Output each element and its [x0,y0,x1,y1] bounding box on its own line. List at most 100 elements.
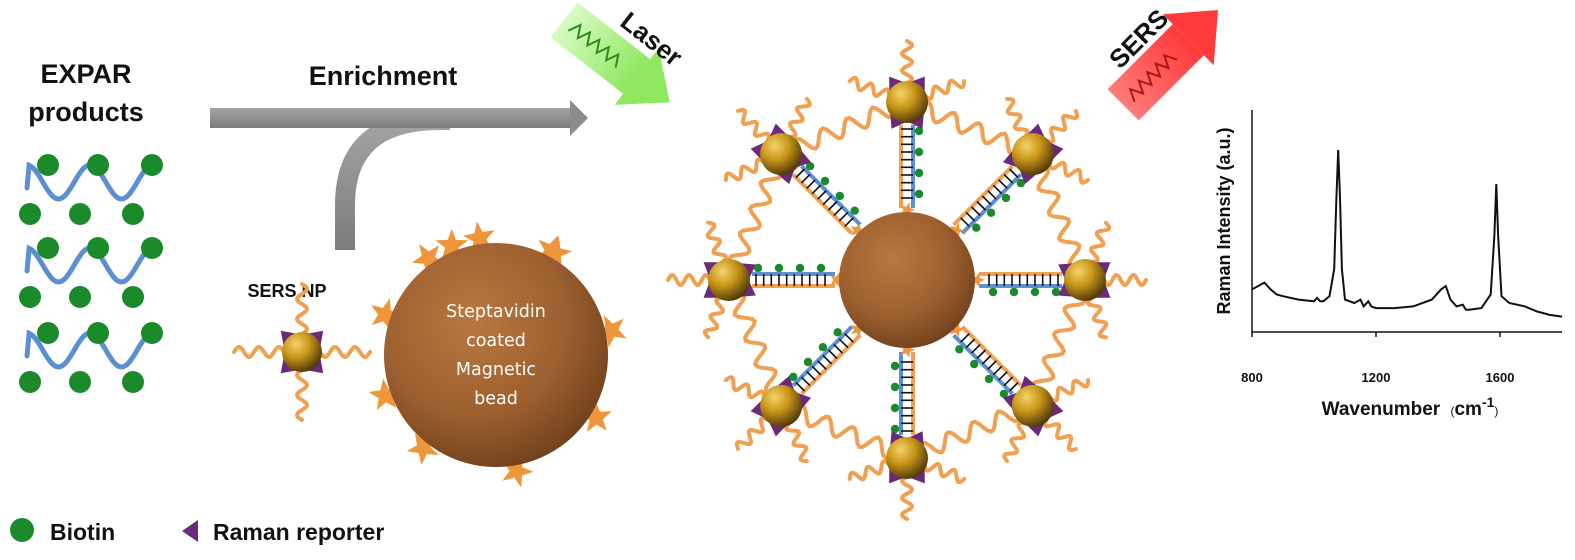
base-pair [976,200,987,211]
base-pair [817,360,827,370]
expar-strands [19,154,163,393]
laser-arrow-shaft [550,2,651,94]
sers-arrow [1107,10,1218,121]
linker-strand [847,75,892,99]
biotin-icon [87,237,109,259]
base-pair [987,190,997,200]
gold-nanoparticle [760,384,803,427]
linker-strand [905,100,1035,157]
biotin-icon [850,206,859,215]
dna-strand [960,173,1023,235]
gold-nanoparticle [886,437,928,479]
biotin-icon [1016,178,1025,188]
base-pair [795,381,806,392]
biotin-icon [141,154,163,176]
legend-raman-reporter-label: Raman reporter [213,519,384,545]
base-pair [806,179,816,189]
linker-strand [294,282,310,336]
streptavidin-star [594,315,627,348]
biotin-icon [87,154,109,176]
linker-strand [784,421,809,464]
x-tick-label: 1200 [1362,370,1391,385]
probe-strand [791,173,854,235]
linker-strand [779,94,909,162]
base-pair [806,371,816,381]
biotin-icon [753,263,763,273]
sers-np-label: SERS NP [247,281,326,301]
laser-wave-icon [567,23,620,68]
linker-strand [232,344,286,360]
base-pair [960,333,970,343]
chart-x-label: Wavenumber (cm-1) [1322,394,1499,420]
chart-x-label-unit-cm: cm [1454,399,1481,420]
biotin-icon [970,359,979,369]
biotin-icon [1051,287,1061,297]
biotin-icon [19,286,41,308]
biotin-icon [972,223,981,232]
streptavidin-star [851,321,866,338]
probe-strand [960,325,1023,387]
linker-strand [1025,152,1093,282]
base-pair [811,184,822,195]
bead-label-line4: bead [474,389,518,409]
base-pair [800,173,811,184]
base-pair [838,211,849,222]
base-pair [1008,381,1019,392]
linker-strand [294,368,310,422]
streptavidin-star [851,222,866,239]
bead-label-line2: coated [466,331,526,351]
biotin-icon [890,382,900,392]
linker-strand [723,375,766,400]
biotin-icon [19,371,41,393]
biotin-icon [955,345,964,354]
linker-strand [899,474,915,521]
probe-strand [800,333,862,396]
linker-strand [702,295,726,340]
biotin-icon [1009,287,1019,297]
base-pair [800,376,811,387]
streptavidin-star [368,378,401,411]
linker-strand [1043,417,1078,453]
linker-strand [787,96,812,139]
gold-nanoparticle [1011,133,1054,176]
expar-products-group: EXPAR products [19,59,163,393]
biotin-icon [999,389,1009,398]
biotin-icon [774,263,784,273]
streptavidin-star [411,244,445,276]
linker-strand [736,107,771,143]
bead-nanoparticle-assembly [666,39,1148,521]
bead-label-line1: Steptavidin [446,302,546,322]
base-pair [1008,168,1019,179]
chart-x-label-main: Wavenumber [1322,399,1441,420]
gold-nanoparticle [282,332,322,372]
chart-x-label-unit: ( [1450,404,1454,418]
base-pair [1003,376,1014,387]
x-tick-label: 800 [1241,370,1263,385]
biotin-icon [820,176,830,186]
base-pair [965,211,976,222]
streptavidin-star [579,400,612,432]
streptavidin-star [371,298,403,331]
base-pair [822,354,833,365]
base-pair [827,349,838,360]
linker-strand [1044,109,1080,144]
biotin-icon [890,403,900,413]
sers-np-group: SERS NP [232,281,372,422]
base-pair [1003,173,1014,184]
base-pair [811,365,822,376]
magnetic-bead [839,212,975,348]
linker-strand [721,278,789,408]
base-pair [838,338,849,349]
base-pair [833,344,843,354]
biotin-icon [833,328,842,337]
magnetic-bead [384,243,608,467]
enrichment-arrow: Enrichment [210,61,588,250]
biotin-icon [914,189,924,199]
biotin-icon [890,361,900,371]
linker-strand [318,344,372,360]
linker-strand [1101,272,1148,288]
biotin-icon [87,322,109,344]
